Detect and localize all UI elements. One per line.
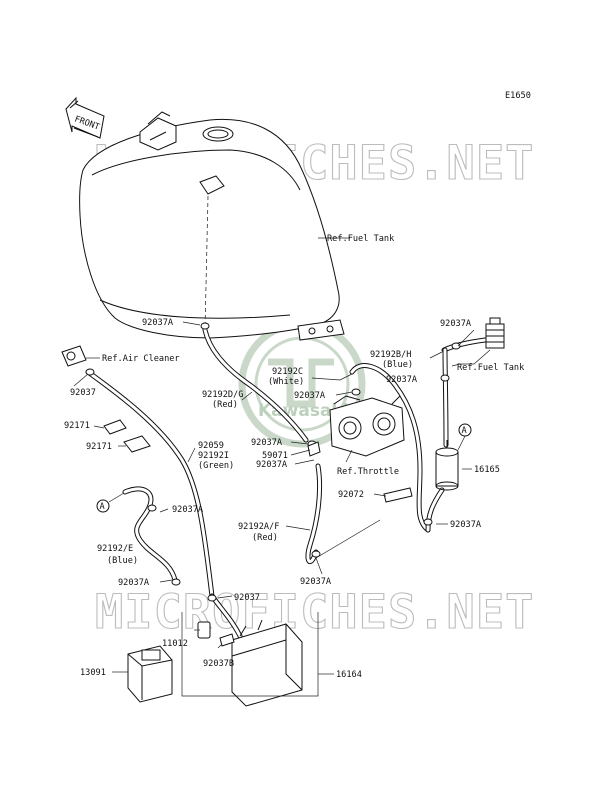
label-92037b: 92037B	[203, 659, 234, 669]
holder-13091	[127, 645, 173, 703]
label-92037a-2: 92037A	[440, 319, 472, 329]
label-92037a-6: 92037A	[256, 460, 288, 470]
label-ref-throttle: Ref.Throttle	[337, 467, 399, 477]
svg-text:A: A	[462, 426, 468, 436]
label-16165: 16165	[474, 465, 500, 475]
clip-92037b	[219, 633, 235, 647]
label-92037a-4: 92037A	[294, 391, 326, 401]
label-92059: 92059	[198, 441, 224, 451]
label-92192-e: 92192/E	[97, 544, 133, 554]
separator-16165	[435, 440, 459, 491]
label-92072: 92072	[338, 490, 364, 500]
label-92037a-5: 92037A	[251, 438, 283, 448]
svg-text:A: A	[100, 502, 106, 512]
label-92037-2: 92037	[234, 593, 260, 603]
fuel-tank	[79, 111, 345, 341]
label-ref-air-cleaner: Ref.Air Cleaner	[102, 354, 180, 364]
sensor-59071	[307, 441, 321, 457]
label-blue-1: (Blue)	[382, 360, 413, 370]
label-92037a-7: 92037A	[172, 505, 204, 515]
throttle-body	[329, 395, 405, 457]
band-92072	[383, 487, 413, 503]
label-59071: 59071	[262, 451, 288, 461]
fuel-tank-fitting	[485, 317, 505, 349]
label-92171-1: 92171	[64, 421, 90, 431]
watermark-site-bottom: MICROFICHES.NET	[95, 585, 534, 640]
label-92037a-3: 92037A	[386, 375, 418, 385]
callout-a-left: A	[96, 492, 125, 513]
hoses	[85, 327, 488, 639]
label-white: (White)	[268, 377, 304, 387]
label-92192b-h: 92192B/H	[370, 350, 411, 360]
bracket-92171-a	[103, 419, 127, 435]
front-arrow-icon: FRONT	[65, 96, 105, 139]
label-11012: 11012	[162, 639, 188, 649]
label-92171-2: 92171	[86, 442, 112, 452]
label-16164: 16164	[336, 670, 362, 680]
callout-a-right: A	[457, 423, 472, 451]
bracket-92171-b	[123, 435, 151, 453]
label-92192d-g: 92192D/G	[202, 390, 243, 400]
label-92037a-1: 92037A	[142, 318, 174, 328]
label-92192c: 92192C	[272, 367, 303, 377]
label-ref-fuel-tank: Ref.Fuel Tank	[327, 234, 395, 244]
label-92037a-10: 92037A	[300, 577, 332, 587]
label-green: (Green)	[198, 461, 234, 471]
air-cleaner-fitting	[61, 345, 87, 367]
label-92192i: 92192I	[198, 451, 229, 461]
label-blue-2: (Blue)	[107, 556, 138, 566]
label-red-2: (Red)	[252, 533, 278, 543]
label-13091: 13091	[80, 668, 106, 678]
label-red-1: (Red)	[212, 400, 238, 410]
label-92037a-8: 92037A	[450, 520, 482, 530]
canister-16164	[231, 619, 303, 707]
label-92192a-f: 92192A/F	[238, 522, 279, 532]
leader-lines	[73, 321, 491, 673]
label-ref-fuel-tank-2: Ref.Fuel Tank	[457, 363, 525, 373]
watermark-brand: Kawasaki	[258, 401, 349, 421]
diagram-code: E1650	[505, 91, 531, 101]
label-92037a-9: 92037A	[118, 578, 150, 588]
label-92037-1: 92037	[70, 388, 96, 398]
